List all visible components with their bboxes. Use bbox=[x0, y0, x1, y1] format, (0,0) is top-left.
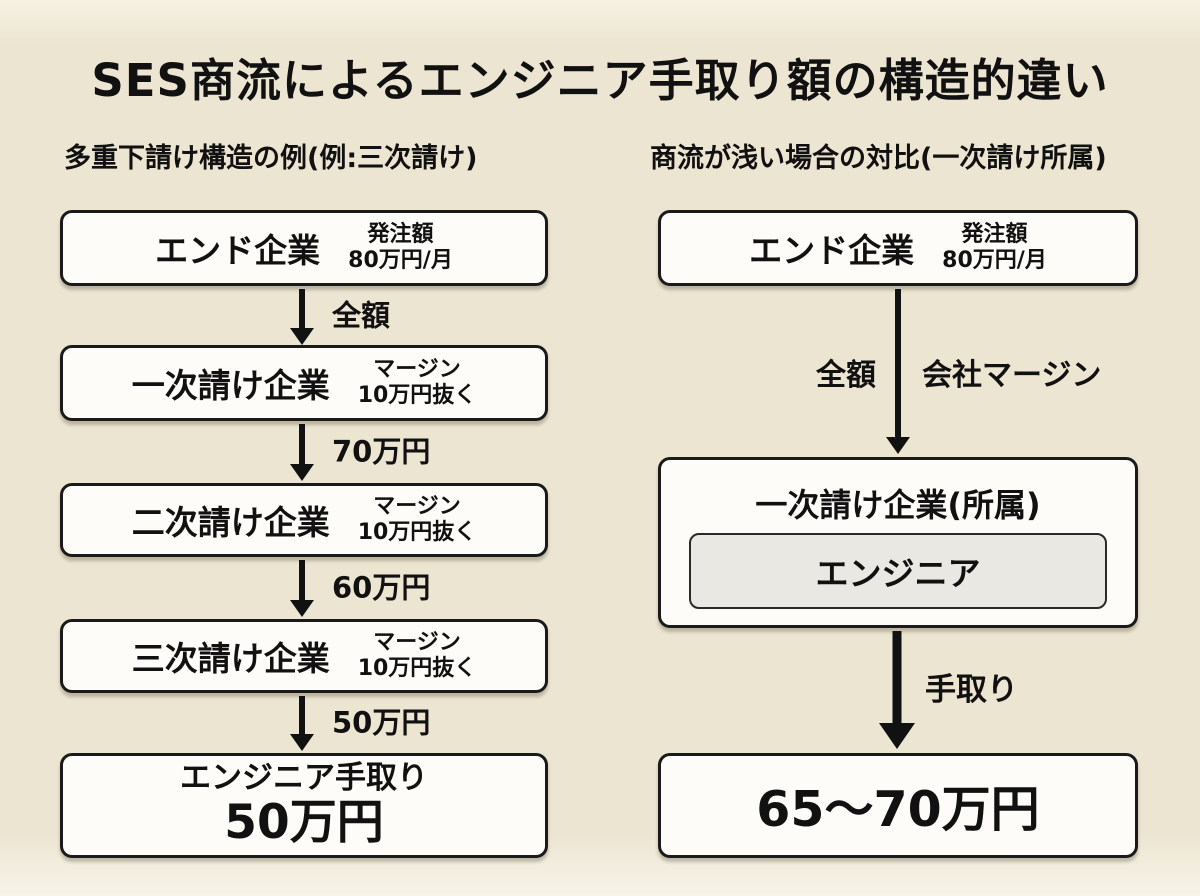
arrow-label: 70万円 bbox=[332, 434, 431, 469]
arrow-label: 50万円 bbox=[332, 705, 431, 740]
right-column-heading: 商流が浅い場合の対比(一次請け所属) bbox=[650, 143, 1107, 174]
left-arrow-3: 60万円 bbox=[290, 560, 430, 617]
company-note: 発注額 80万円/月 bbox=[348, 222, 453, 275]
note-line-1: マージン bbox=[373, 356, 461, 382]
note-line-2: 10万円抜く bbox=[357, 656, 477, 681]
arrow-label: 60万円 bbox=[332, 570, 431, 605]
company-label: 三次請け企業 bbox=[131, 639, 330, 678]
note-line-1: 発注額 bbox=[961, 221, 1028, 247]
arrow-head-icon bbox=[879, 723, 915, 749]
right-arrow-1-label-left: 全額 bbox=[816, 358, 876, 393]
company-row: エンド企業 発注額 80万円/月 bbox=[661, 213, 1135, 283]
arrow-shaft bbox=[299, 560, 305, 603]
left-arrow-2: 70万円 bbox=[290, 424, 430, 481]
company-label: 二次請け企業 bbox=[131, 503, 330, 542]
left-arrow-1: 全額 bbox=[290, 289, 390, 345]
company-note: マージン 10万円抜く bbox=[358, 630, 477, 683]
left-box-first-tier: 一次請け企業 マージン 10万円抜く bbox=[60, 345, 548, 421]
arrow-head-icon bbox=[290, 600, 314, 617]
note-line-2: 10万円抜く bbox=[357, 520, 477, 545]
company-label: エンド企業 bbox=[155, 231, 321, 270]
right-arrow-1-label-right: 会社マージン bbox=[922, 358, 1102, 393]
arrow-shaft bbox=[299, 696, 305, 737]
company-row: 一次請け企業 マージン 10万円抜く bbox=[63, 348, 545, 418]
arrow-label: 手取り bbox=[925, 671, 1018, 708]
arrow-shaft bbox=[895, 289, 901, 440]
right-arrow-1 bbox=[886, 289, 910, 454]
note-line-1: マージン bbox=[373, 629, 461, 655]
company-label: 一次請け企業 bbox=[131, 366, 330, 405]
left-box-engineer-takehome: エンジニア手取り 50万円 bbox=[60, 753, 548, 858]
engineer-label: エンジニア bbox=[815, 554, 981, 593]
result-amount: 50万円 bbox=[224, 795, 384, 851]
left-box-third-tier: 三次請け企業 マージン 10万円抜く bbox=[60, 619, 548, 693]
right-box-end-company: エンド企業 発注額 80万円/月 bbox=[658, 210, 1138, 286]
arrow-label: 全額 bbox=[332, 298, 391, 333]
arrow-shaft bbox=[892, 631, 902, 727]
arrow-head-icon bbox=[290, 328, 314, 345]
note-line-2: 80万円/月 bbox=[348, 248, 453, 273]
arrow-head-icon bbox=[290, 734, 314, 751]
company-note: マージン 10万円抜く bbox=[358, 494, 477, 547]
company-label: 一次請け企業(所属) bbox=[755, 486, 1041, 524]
left-box-end-company: エンド企業 発注額 80万円/月 bbox=[60, 210, 548, 286]
company-row: 二次請け企業 マージン 10万円抜く bbox=[63, 486, 545, 554]
arrow-shaft bbox=[299, 424, 305, 467]
company-row: 三次請け企業 マージン 10万円抜く bbox=[63, 622, 545, 690]
company-note: マージン 10万円抜く bbox=[358, 357, 477, 410]
arrow-shaft bbox=[299, 289, 305, 331]
left-arrow-4: 50万円 bbox=[290, 696, 430, 751]
arrow-head-icon bbox=[886, 437, 910, 454]
note-line-1: マージン bbox=[373, 493, 461, 519]
left-box-second-tier: 二次請け企業 マージン 10万円抜く bbox=[60, 483, 548, 557]
right-arrow-2: 手取り bbox=[879, 631, 1018, 749]
note-line-2: 80万円/月 bbox=[942, 248, 1047, 273]
left-column-heading: 多重下請け構造の例(例:三次請け) bbox=[64, 143, 478, 174]
page-title: SES商流によるエンジニア手取り額の構造的違い bbox=[91, 54, 1109, 107]
company-note: 発注額 80万円/月 bbox=[942, 222, 1047, 275]
company-row: エンド企業 発注額 80万円/月 bbox=[63, 213, 545, 283]
note-line-1: 発注額 bbox=[367, 221, 434, 247]
company-label: エンド企業 bbox=[749, 231, 915, 270]
result-amount: 65〜70万円 bbox=[756, 781, 1040, 838]
right-box-takehome-amount: 65〜70万円 bbox=[658, 753, 1138, 858]
result-label: エンジニア手取り bbox=[180, 759, 428, 796]
note-line-2: 10万円抜く bbox=[357, 383, 477, 408]
engineer-nested-box: エンジニア bbox=[689, 533, 1107, 609]
right-box-first-tier-belonging: 一次請け企業(所属) エンジニア bbox=[658, 457, 1138, 628]
arrow-head-icon bbox=[290, 464, 314, 481]
